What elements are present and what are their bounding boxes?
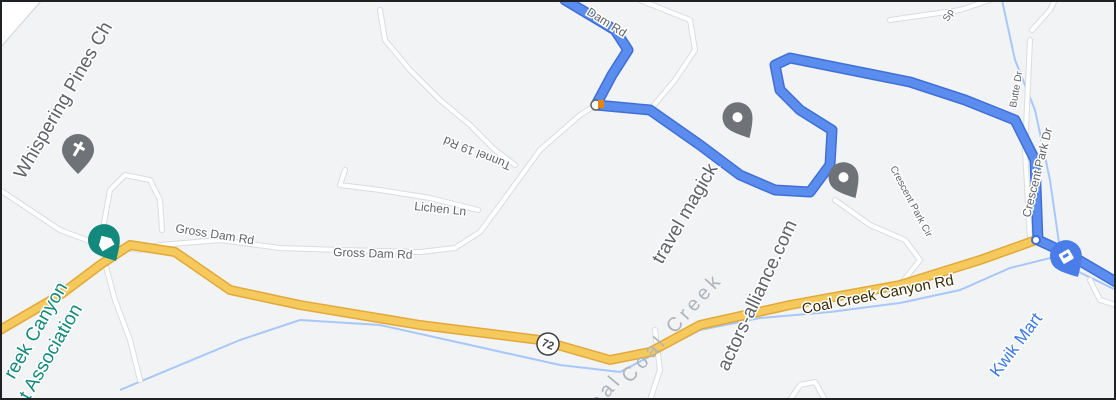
highway-shield-number: 72 [540, 337, 556, 353]
map-pin-icon [722, 102, 753, 138]
page-corner-fold [0, 0, 43, 49]
route-junction-marker [1031, 235, 1041, 245]
route-orange-marker [598, 100, 604, 108]
tributary-stream [1001, 0, 1061, 251]
church-cross-icon [62, 134, 94, 174]
route-markers [590, 99, 1041, 245]
label-gross-dam-rd-2: Gross Dam Rd [333, 245, 413, 262]
map-pin-icon [828, 162, 859, 198]
community-center-icon [88, 224, 120, 261]
convenience-store-icon [1050, 240, 1082, 277]
highway-shield-72: 72 [536, 332, 560, 356]
